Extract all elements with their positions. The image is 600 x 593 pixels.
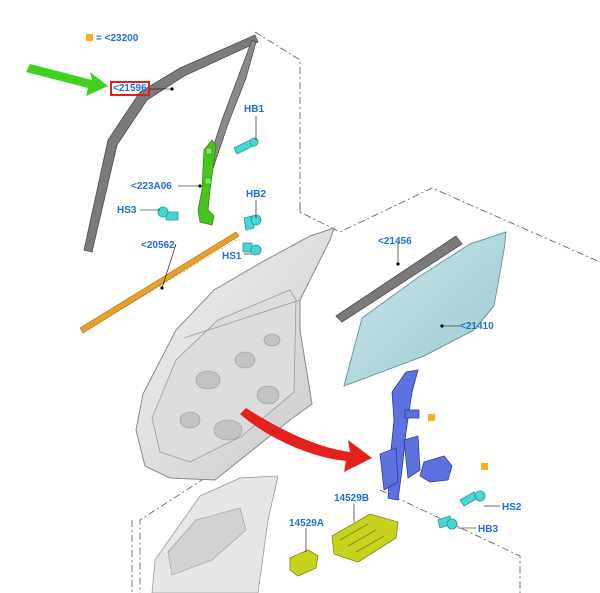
window-switch-master — [331, 513, 399, 563]
window-frame-seal-inner — [202, 39, 257, 181]
label-223a06[interactable]: <223A06 — [131, 181, 172, 192]
group-outline-dashed — [131, 31, 600, 593]
window-switch-single — [289, 549, 319, 577]
label-21596[interactable]: <21596 — [110, 81, 150, 96]
green-pointer-arrow — [26, 64, 108, 96]
label-20562[interactable]: <20562 — [141, 240, 175, 251]
legend-marker-icon — [86, 34, 93, 41]
fasteners — [157, 137, 486, 530]
label-hb1[interactable]: HB1 — [244, 104, 265, 115]
glass-run-channel — [335, 235, 463, 323]
label-14529a[interactable]: 14529A — [289, 518, 325, 529]
label-hb2[interactable]: HB2 — [246, 189, 267, 200]
red-pointer-arrow — [240, 408, 372, 472]
label-hs3[interactable]: HS3 — [117, 205, 137, 216]
window-frame-seal — [83, 34, 259, 253]
leader-lines — [140, 88, 500, 552]
window-glass — [343, 231, 507, 387]
label-hs1[interactable]: HS1 — [222, 251, 242, 262]
window-regulator — [379, 369, 453, 501]
label-hb3[interactable]: HB3 — [478, 524, 499, 535]
marker-square — [428, 414, 435, 421]
label-hs2[interactable]: HS2 — [502, 502, 522, 513]
label-21456[interactable]: <21456 — [378, 236, 412, 247]
label-21410[interactable]: <21410 — [460, 321, 494, 332]
outer-belt-weatherstrip — [79, 231, 240, 334]
label-14529b[interactable]: 14529B — [334, 493, 370, 504]
legend: = <23200 — [86, 33, 138, 44]
marker-square — [481, 463, 488, 470]
legend-text: = <23200 — [96, 33, 139, 44]
